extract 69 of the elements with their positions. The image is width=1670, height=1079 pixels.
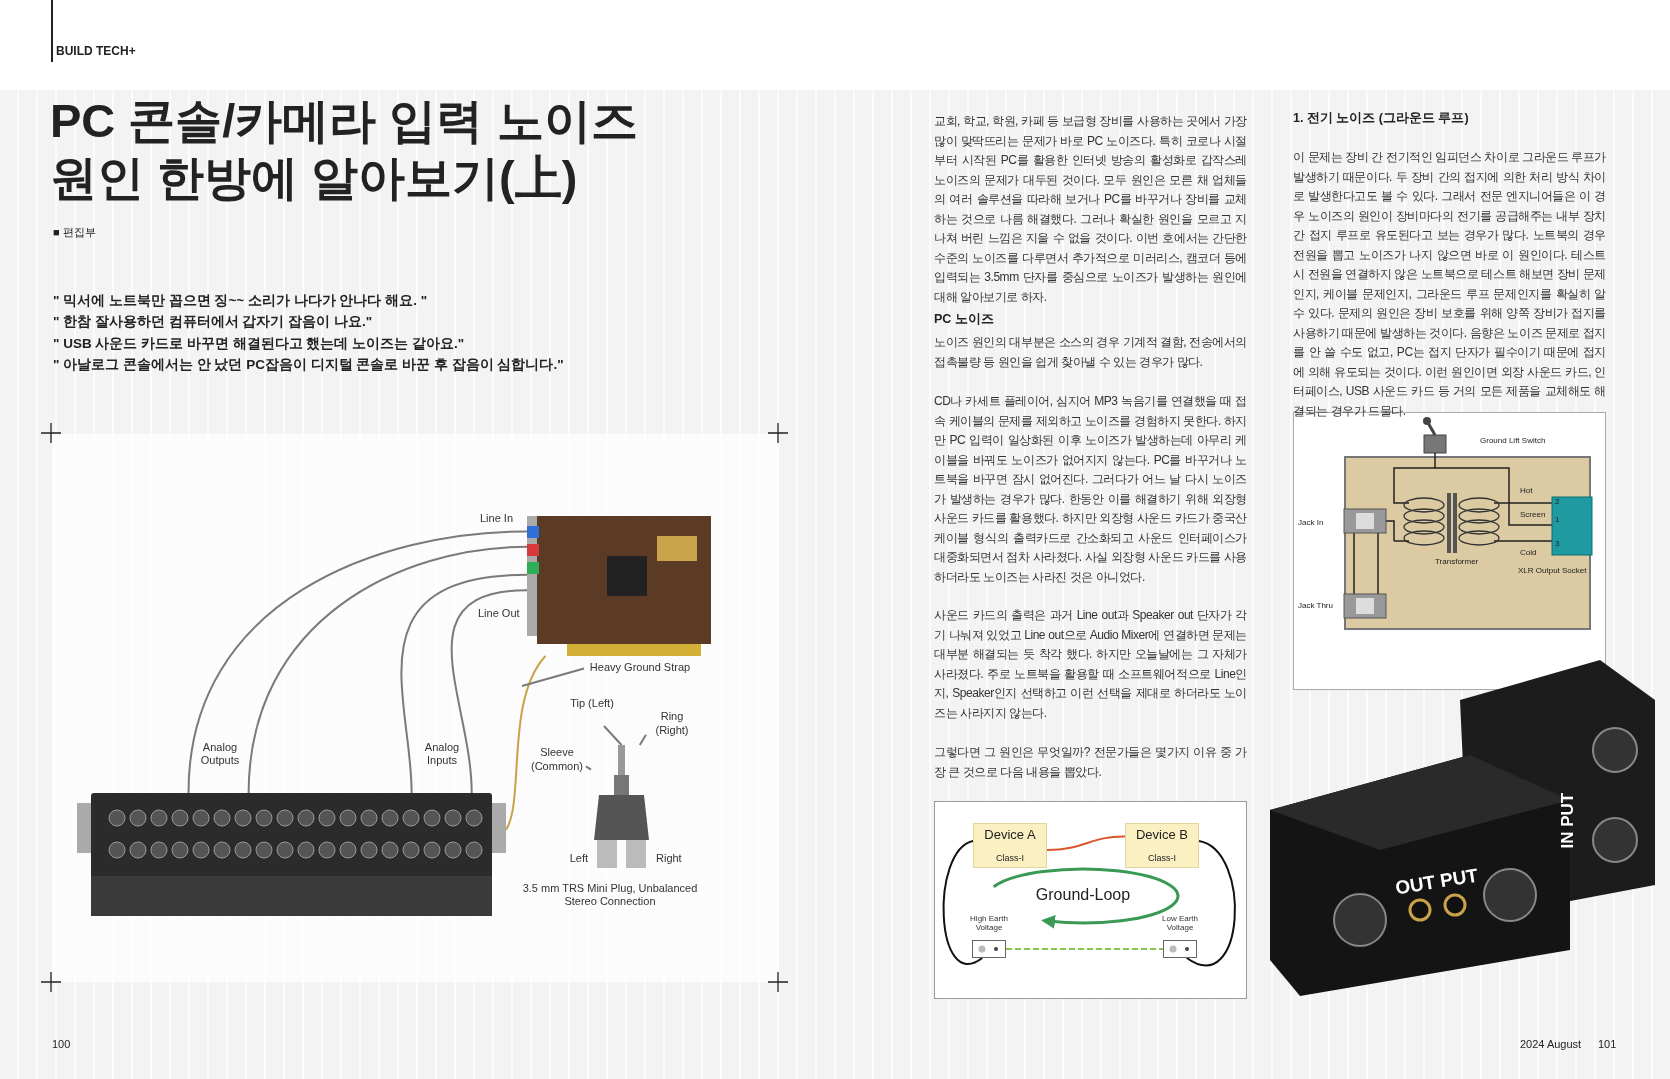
earth-wire: [942, 840, 984, 965]
byline: ■ 편집부: [53, 226, 97, 240]
diagram-label: Ground-Loop: [1034, 885, 1132, 905]
page-number: 101: [1598, 1038, 1618, 1052]
paragraph: 교회, 학교, 학원, 카페 등 보급형 장비를 사용하는 곳에서 가장 많이 맞딱뜨리는 문제가 바로 PC 노이즈다. 특히 코로나 시절부터 시작된 PC를 활용한 인터넷 방송의 활성화로 갑작스레 노이즈의 문제가 대두된 것이다. 모두 원인은 모른 채 업체들의 여러 솔루션을 따라해 보거나 PC를 바꾸거나 장비를 교체하는 것으로 나름 해결했다. 그러나 확실한 원인을 모르고 지나쳐 버린 느낌은 지울 수 없을 것이다. 이번 호에서는 간단한 수준의 노이즈를 다루면서 추가적으로 미러리스, 캠코더 등에 입력되는 3.5mm 단자를 중심으로 노이즈가 발생하는 원인에 대해 알아보기로 하자.: [934, 113, 1247, 306]
cable-label: Line In: [480, 512, 515, 525]
pin-number: 1: [1555, 515, 1561, 525]
wall-socket: [972, 940, 1006, 958]
cable: [247, 545, 528, 794]
panel-label: OUT PUT: [1393, 863, 1480, 901]
plug-drawing: [591, 745, 652, 868]
quote-line: " 한참 잘사용하던 컴퓨터에서 갑자기 잡음이 나요.": [53, 314, 374, 331]
paragraph: 이 문제는 장비 간 전기적인 임피던스 차이로 그라운드 루프가 발생하기 때문이다. 두 장비 간의 접지에 의한 처리 방식 차이로 발생한다고도 볼 수 있다. 그래서 전문 엔지니어들은 이 경우 노이즈의 원인이 장비마다의 전기를 공급해주는 내부 장치 간 접지 루프로 유도된다고 보는 경우가 많다. 노트북의 경우 전원을 뽑고 노이즈가 나지 않으면 바로 이 원인이다. 테스트 시 전원을 연결하지 않은 노트북으로 테스트 해보면 장비 문제인지, 케이블 문제인지, 그라운드 루프 문제인지를 확실히 알 수 있다. 문제의 원인은 장비 보호를 위해 양쪽 장비가 접지를 사용하기 때문에 발생하는 것이다. 음향은 노이즈 문제로 접지를 안 쓸 수도 없고, PC는 접지 단자가 필수이기 때문에 접지에 의해 유도되는 것이다. 이런 원인이면 외장 사운드 카드, 인터페이스, USB 사운드 카드 등 거의 모든 제품을 교체해도 해결되는 경우가 드물다.: [1293, 149, 1606, 420]
device-class: Class-I: [995, 853, 1025, 863]
subheading: 1. 전기 노이즈 (그라운드 루프): [1293, 111, 1470, 127]
circuit-label: Hot: [1520, 486, 1534, 496]
cable-label: Analog Outputs: [199, 741, 241, 767]
callout-label: Sleeve (Common): [528, 746, 586, 775]
ground-strap: [505, 655, 547, 831]
callout-label: Ring (Right): [646, 710, 698, 739]
quote-line: " USB 사운드 카드로 바꾸면 해결된다고 했는데 노이즈는 같아요.": [53, 336, 466, 353]
mixer-photo: [77, 793, 506, 916]
subheading: PC 노이즈: [934, 312, 995, 328]
circuit-label: Ground Lift Switch: [1480, 436, 1547, 446]
paragraph: 노이즈 원인의 대부분은 소스의 경우 기계적 결함, 전송에서의 접촉불량 등 원인을 쉽게 찾아낼 수 있는 경우가 많다.: [934, 334, 1247, 371]
device-class: Class-I: [1147, 853, 1177, 863]
socket-label: Low Earth Voltage: [1161, 914, 1199, 933]
pin-number: 3: [1555, 539, 1561, 549]
sound-card-photo: [527, 516, 711, 656]
callout-label: Tip (Left): [568, 697, 616, 726]
device-box: [1125, 823, 1199, 868]
circuit-label: XLR Output Socket: [1518, 566, 1588, 576]
cable: [450, 589, 528, 794]
panel-label: IN PUT: [1557, 791, 1579, 851]
socket-label: High Earth Voltage: [969, 914, 1009, 933]
section-label: BUILD TECH+: [56, 44, 137, 59]
title: PC 콘솔/카메라 입력 노이즈 원인 한방에 알아보기(上): [50, 93, 639, 206]
page-number: 100: [52, 1038, 72, 1052]
earth-wire: [1185, 840, 1236, 966]
paragraph: 사운드 카드의 출력은 과거 Line out과 Speaker out 단자가 각기 나눠져 있었고 Line out으로 Audio Mixer에 연결하면 문제는 대부분 해결되는 듯 착각 했다. 하지만 오늘날에는 그 자체가 사라졌다. 주로 노트북을 활용할 때 소프트웨어적으로 Line인지, Speaker인지 선택하고 이런 선택을 제대로 하더라도 노이즈는 사라지지 않는다.: [934, 607, 1247, 722]
cable: [187, 530, 528, 794]
device-name: Device A: [983, 827, 1037, 842]
cable-label: Line Out: [478, 607, 521, 620]
callout-label: Heavy Ground Strap: [584, 661, 696, 676]
circuit-label: Screen: [1520, 510, 1547, 520]
device-box: [973, 823, 1047, 868]
cable: [1046, 835, 1126, 851]
cable-label: Analog Inputs: [423, 741, 461, 767]
cable: [400, 573, 528, 794]
plug-label: Left: [568, 852, 588, 865]
quote-line: " 아날로그 콘솔에서는 안 났던 PC잡음이 디지털 콘솔로 바꾼 후 잡음이 심합니다.": [53, 357, 565, 374]
issue-date: 2024 August: [1520, 1038, 1583, 1052]
device-name: Device B: [1135, 827, 1189, 842]
leader-line: [603, 725, 623, 746]
quote-line: " 믹서에 노트북만 꼽으면 징~~ 소리가 나다가 안나다 해요. ": [53, 293, 429, 310]
figure-caption: 3.5 mm TRS Mini Plug, Unbalanced Stereo Connection: [521, 882, 699, 908]
paragraph: 그렇다면 그 원인은 무엇일까? 전문가들은 몇가지 이유 중 가장 큰 것으로 다음 내용을 뽑았다.: [934, 744, 1247, 781]
pin-number: 2: [1555, 497, 1561, 507]
leader-line: [585, 765, 592, 771]
circuit-label: Cold: [1520, 548, 1538, 558]
wall-socket: [1163, 940, 1197, 958]
mains-line: [1005, 948, 1164, 950]
circuit-label: Jack In: [1298, 518, 1325, 528]
leader-line: [638, 733, 647, 746]
plug-label: Right: [656, 852, 683, 865]
leader-line: [521, 667, 585, 687]
paragraph: CD나 카세트 플레이어, 심지어 MP3 녹음기를 연결했을 때 접속 케이블의 문제를 제외하고 노이즈를 경험하지 못한다. 하지만 PC 입력이 일상화된 이후 노이즈가 발생하는데 아무리 케이블을 바꿔도 노이즈가 없어지지 않는다. PC를 바꾸거나 노트북을 바꾸면 잠시 없어진다. 그러다가 어느 날 다시 노이즈가 발생하는 경우가 많다. 한동안 이를 해결하기 위해 외장형 사운드 카드를 활용했다. 하지만 외장형 사운드 카드가 중국산 케이블 형식의 출력카드로 간소화되고 사운드 인터페이스가 대중화되면서 점차 사라졌다. 사실 외장형 사운드 카드를 사용하더라도 노이즈는 사라진 것은 아니었다.: [934, 393, 1247, 586]
circuit-label: Transformer: [1435, 557, 1480, 567]
circuit-label: Jack Thru: [1298, 601, 1334, 611]
